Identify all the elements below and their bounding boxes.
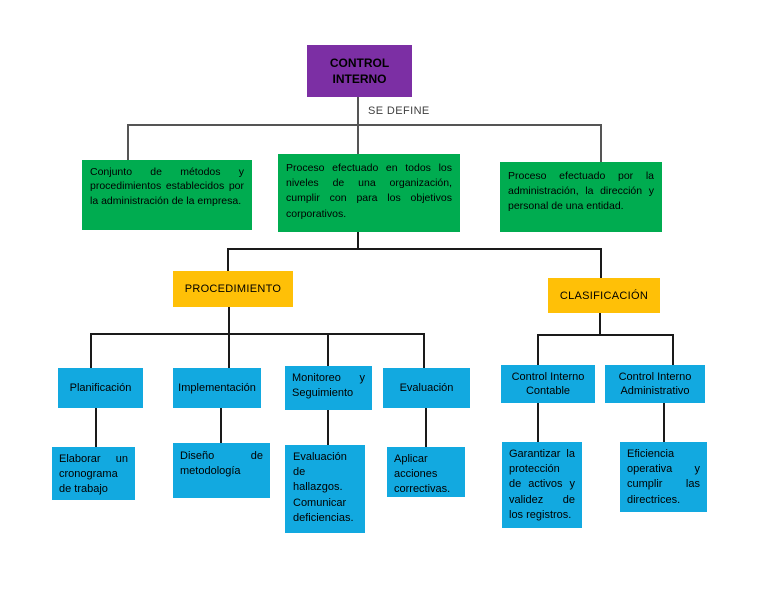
connector-detail-evaluacion [425,408,427,447]
step-planificacion: Planificación [58,368,143,408]
connector-type-contable-drop [537,334,539,365]
connector-clasificacion-down [599,313,601,334]
detail-evaluacion: Aplicar acciones correctivas. [387,447,465,497]
connector-definition-1-drop [127,124,129,160]
edge-label-se-define: SE DEFINE [368,105,430,117]
connector-step-monitoreo-drop [327,333,329,366]
connector-definition-3-drop [600,124,602,162]
step-evaluacion: Evaluación [383,368,470,408]
step-implementacion: Implementación [173,368,261,408]
connector-detail-implementacion [220,408,222,443]
connector-types-bus [537,334,673,336]
connector-detail-administrativo [663,403,665,442]
connector-definition-2-down [357,232,359,248]
connector-step-planificacion-drop [90,333,92,368]
connector-procedimiento-drop [227,248,229,271]
connector-procedimiento-down [228,307,230,368]
connector-detail-contable [537,403,539,442]
detail-control-interno-administrativo: Eficiencia operativa y cumplir las direc… [620,442,707,512]
connector-clasificacion-drop [600,248,602,278]
type-control-interno-administrativo: Control Interno Administrativo [605,365,705,403]
connector-detail-planificacion [95,408,97,447]
definition-box-3: Proceso efectuado por la administración,… [500,162,662,232]
connector-root-down [357,97,359,154]
detail-implementacion: Diseño de metodología [173,443,270,498]
type-control-interno-contable: Control Interno Contable [501,365,595,403]
detail-planificacion: Elaborar un cronograma de trabajo [52,447,135,500]
category-clasificacion: CLASIFICACIÓN [548,278,660,313]
connector-definitions-bus [127,124,601,126]
connector-type-administrativo-drop [672,334,674,365]
definition-box-1: Conjunto de métodos y procedimientos est… [82,160,252,230]
connector-detail-monitoreo [327,410,329,445]
definition-box-2: Proceso efectuado en todos los niveles d… [278,154,460,232]
connector-steps-bus [90,333,424,335]
connector-step-evaluacion-drop [423,333,425,368]
category-procedimiento: PROCEDIMIENTO [173,271,293,307]
detail-control-interno-contable: Garantizar la protección de activos y va… [502,442,582,528]
detail-monitoreo-seguimiento: Evaluación de hallazgos. Comunicar defic… [285,445,365,533]
step-monitoreo-seguimiento: Monitoreo y Seguimiento [285,366,372,410]
node-control-interno: CONTROL INTERNO [307,45,412,97]
connector-categories-bus [227,248,601,250]
